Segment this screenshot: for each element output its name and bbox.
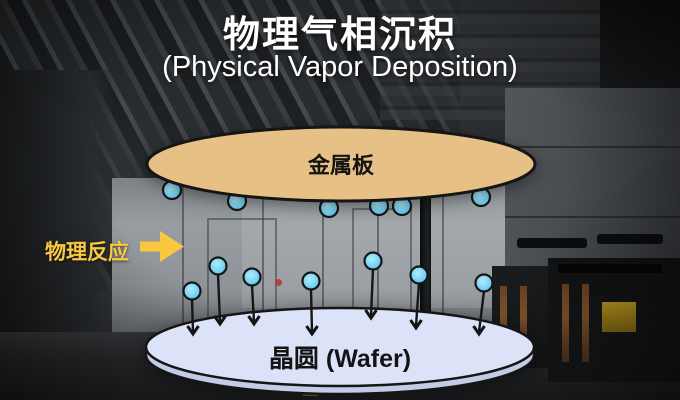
vapor-particle xyxy=(208,256,228,276)
deposition-arrow-line xyxy=(250,284,256,323)
deposition-arrow-line xyxy=(369,268,375,317)
deposition-arrow-line xyxy=(477,290,486,333)
deposition-arrowhead-icon xyxy=(472,325,486,337)
metal-plate-label: 金属板 xyxy=(307,153,374,178)
vapor-particle xyxy=(182,281,202,301)
vapor-particle xyxy=(363,251,383,271)
wafer-disc xyxy=(144,306,536,396)
deposition-arrowhead-icon xyxy=(364,309,378,321)
vapor-particle xyxy=(474,273,494,293)
deposition-arrowhead-icon xyxy=(213,315,227,327)
deposition-arrowhead-icon xyxy=(305,325,319,337)
page-subtitle: (Physical Vapor Deposition) xyxy=(162,51,518,83)
deposition-arrowhead-icon xyxy=(186,325,200,337)
vapor-particle xyxy=(301,271,321,291)
metal-plate xyxy=(145,125,537,203)
reaction-arrow-icon xyxy=(140,231,184,262)
wafer-top-surface xyxy=(144,306,536,388)
deposition-arrowhead-icon xyxy=(409,319,423,331)
vapor-particle xyxy=(409,265,429,285)
deposition-arrowhead-icon xyxy=(247,315,261,327)
depositing-particles xyxy=(182,251,494,337)
physical-reaction-label: 物理反应 xyxy=(45,241,129,264)
deposition-arrow-line xyxy=(309,288,314,333)
deposition-arrow-line xyxy=(414,282,421,327)
wafer-label: 晶圆 (Wafer) xyxy=(268,345,412,373)
deposition-arrow-line xyxy=(216,273,222,323)
page-title: 物理气相沉积 xyxy=(223,14,457,55)
vapor-particle xyxy=(242,267,262,287)
deposition-arrow-line xyxy=(190,298,195,333)
